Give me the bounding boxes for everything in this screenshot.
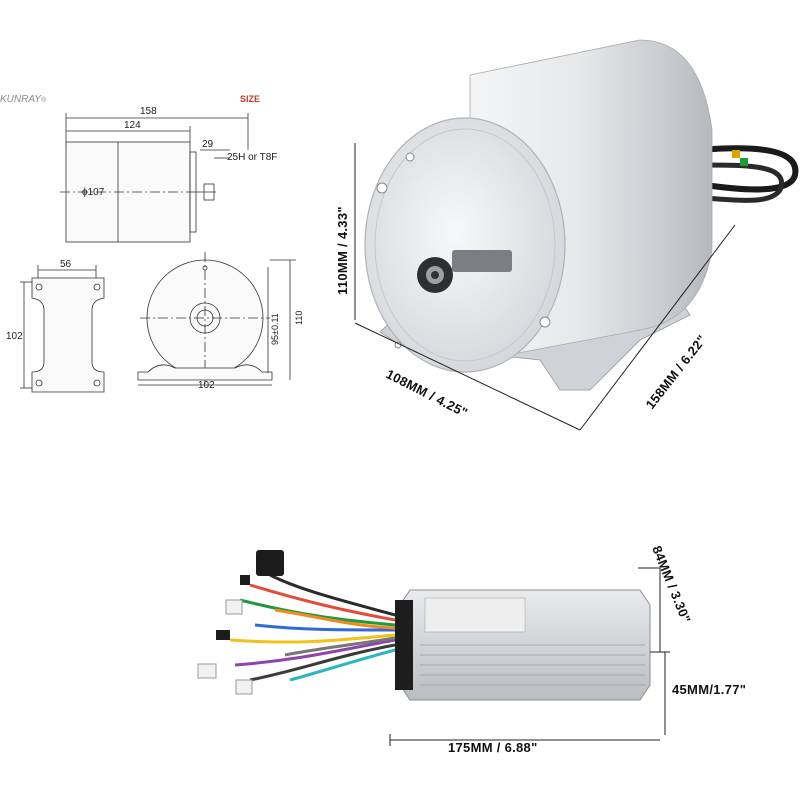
- dim-shaft-height: 95±0.11: [270, 313, 280, 345]
- front-view-drawing: [20, 265, 105, 393]
- controller-dimension-lines: [389, 567, 670, 746]
- motor-illustration: [364, 39, 799, 391]
- controller-height-label: 45MM/1.77": [672, 682, 746, 697]
- dim-body-length: 124: [124, 120, 141, 131]
- side-view-drawing: [60, 113, 249, 243]
- brand-logo: KUNRAY®: [0, 94, 47, 105]
- dim-mount-length: 102: [198, 380, 215, 391]
- dim-diameter: ϕ107: [82, 187, 105, 198]
- motor-width-label: 108MM / 4.25": [384, 366, 471, 420]
- dim-sprocket-spec: 25H or T8F: [227, 152, 277, 163]
- motor-height-label: 110MM / 4.33": [335, 206, 350, 295]
- dim-mount-width: 56: [60, 259, 72, 270]
- controller-illustration: [197, 550, 651, 701]
- motor-dimension-lines: [354, 143, 736, 431]
- dim-overall-height: 110: [294, 311, 304, 325]
- dim-front-height: 102: [6, 331, 23, 342]
- end-view-drawing: [137, 252, 296, 386]
- size-label: SIZE: [240, 94, 260, 104]
- dim-shaft-length: 29: [202, 139, 214, 150]
- motor-length-label: 158MM / 6.22": [643, 332, 710, 412]
- controller-width-label: 84MM / 3.30": [649, 544, 694, 626]
- controller-length-label: 175MM / 6.88": [448, 740, 538, 755]
- dim-overall-length: 158: [140, 106, 157, 117]
